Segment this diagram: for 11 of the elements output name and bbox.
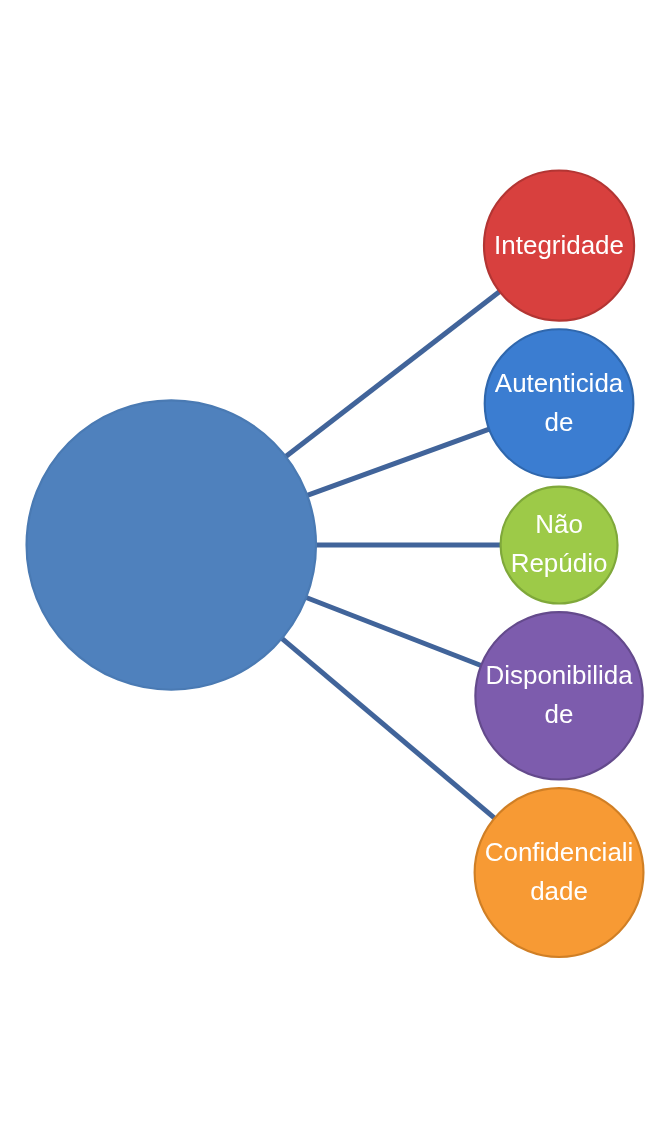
node-circle: Disponibilida de [474,610,644,781]
connector [316,542,501,548]
connector [284,289,502,459]
node-circle: Não Repúdio [499,485,619,605]
connector [280,636,497,820]
node-circle [25,398,318,691]
connector [306,426,491,498]
node-circle: Integridade [482,169,636,322]
node-circle: Autenticida de [483,327,635,479]
node-circle: Confidenciali dade [473,786,645,958]
connector [305,594,482,668]
